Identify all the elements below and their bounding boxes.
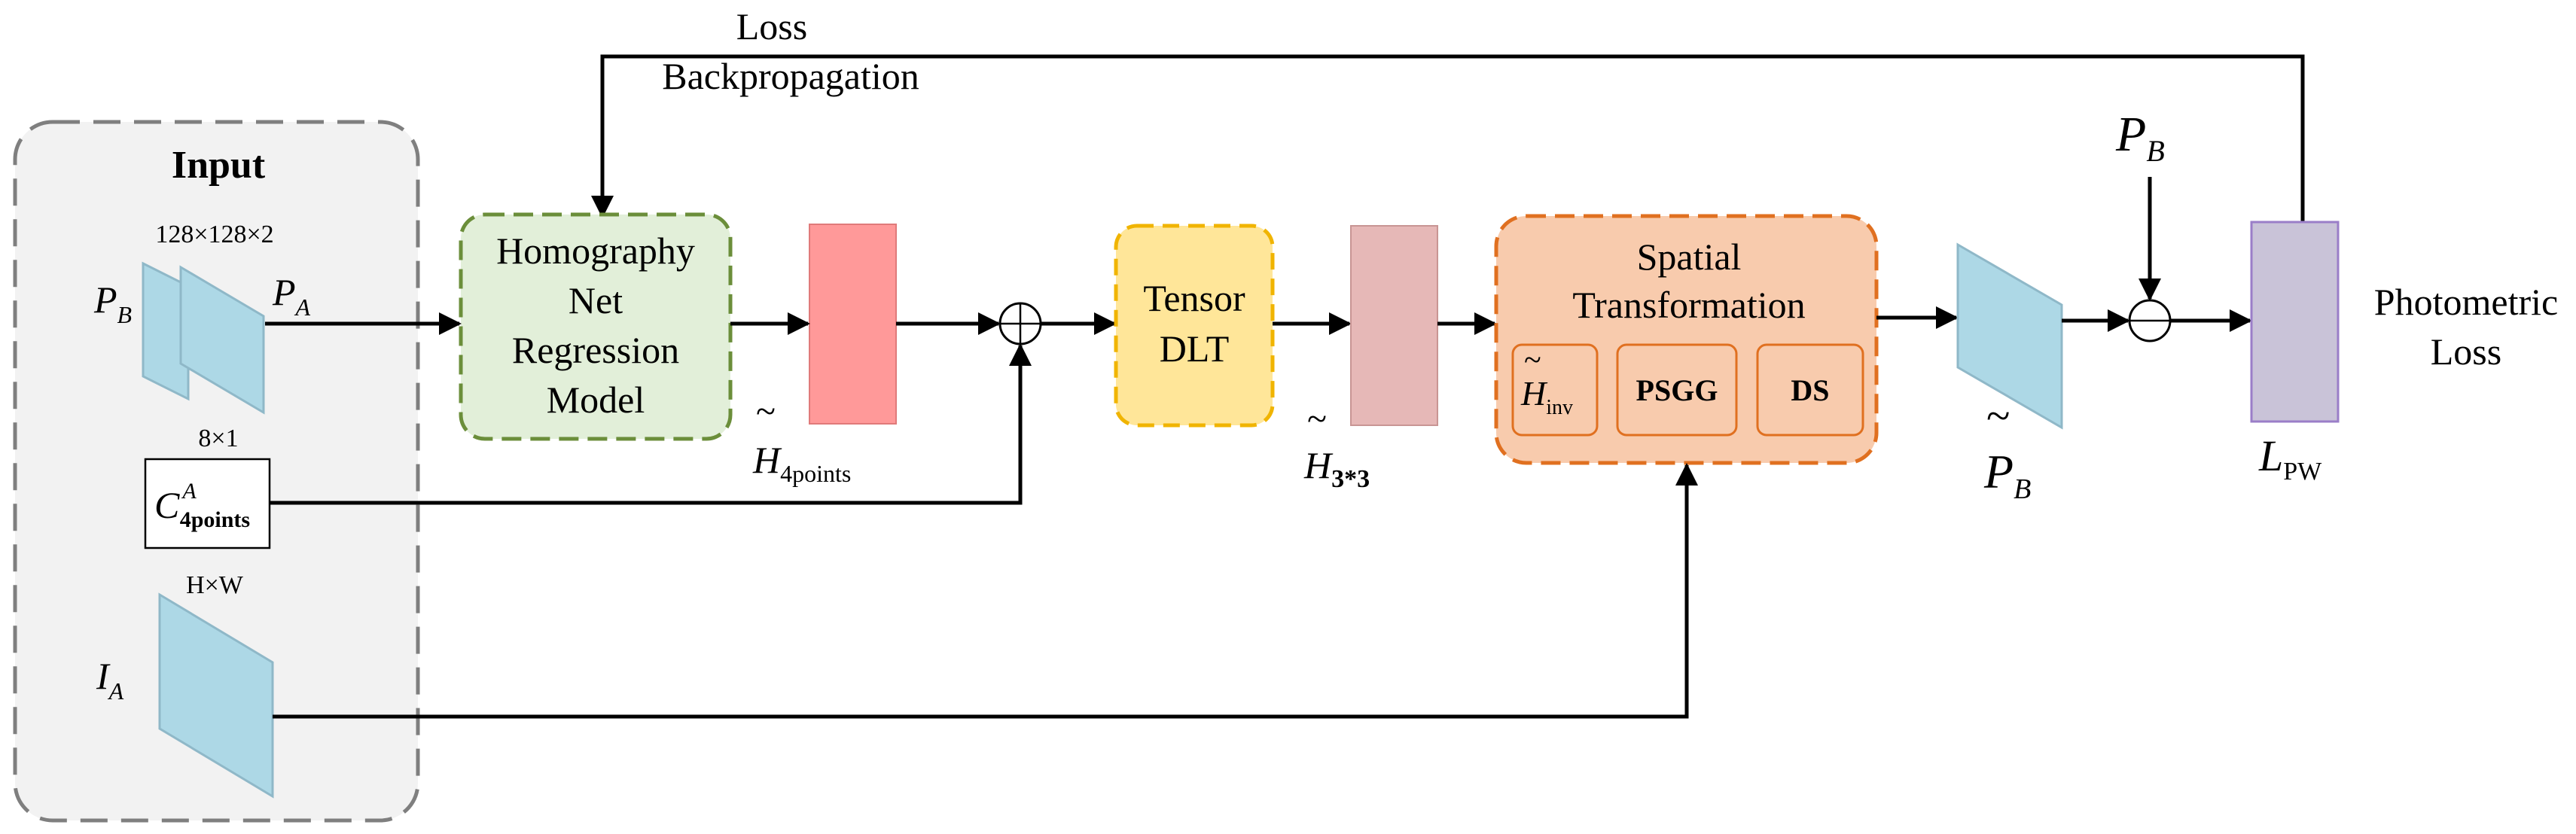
arrow-image-to-st [273,463,1698,719]
input-title: Input [172,144,266,187]
hinv-box [1511,343,1599,437]
warped-patch-label: PB [1983,445,2031,505]
tensor-dlt-box [1114,224,1275,428]
warped-patch-tilde: ~ [1986,391,2010,440]
loss-backprop-line1: Loss [736,5,807,47]
warped-patch-shape [1956,242,2063,430]
image-shape [158,592,274,799]
pb-input-label: PB [2115,107,2165,168]
psgg-box [1616,343,1738,437]
homography-net-line2: Net [569,279,623,321]
photometric-loss-line1: Photometric [2374,281,2558,323]
tensor-dlt-line2: DLT [1160,327,1230,370]
ds-label: DS [1791,373,1829,407]
hinv-label: Hinv [1520,374,1573,419]
photometric-loss-line2: Loss [2431,330,2501,373]
lpw-block [2250,221,2340,423]
corner-vector-box [144,458,271,549]
h33-block [1350,225,1438,426]
loss-backprop-line2: Backpropagation [662,55,919,97]
homography-net-line4: Model [547,379,645,421]
patch-a-shape [179,265,265,415]
spatial-transform-line1: Spatial [1637,236,1742,278]
patch-a-label: PA [272,271,311,321]
psgg-label: PSGG [1636,373,1718,407]
ds-box [1756,343,1864,437]
h4points-block [809,224,897,425]
patch-b-shape [142,261,190,401]
h4points-tilde: ~ [756,391,776,431]
lpw-label: LPW [2258,431,2322,485]
patch-size-label: 128×128×2 [155,221,273,248]
h33-label: H3*3 [1303,444,1370,493]
image-label: IA [96,655,124,705]
backprop-arrow [591,54,2305,222]
homography-net-line3: Regression [512,329,679,371]
corner-size-label: 8×1 [198,425,238,452]
h4points-label: H4points [752,439,851,487]
tensor-dlt-line1: Tensor [1143,277,1245,319]
image-size-label: H×W [186,571,244,599]
hinv-tilde: ~ [1524,343,1541,378]
arrow-corner-to-sum [270,343,1032,505]
homography-net-line1: Homography [496,230,695,272]
h33-tilde: ~ [1307,399,1327,439]
spatial-transform-line2: Transformation [1572,284,1805,326]
patch-b-label: PB [93,279,132,328]
